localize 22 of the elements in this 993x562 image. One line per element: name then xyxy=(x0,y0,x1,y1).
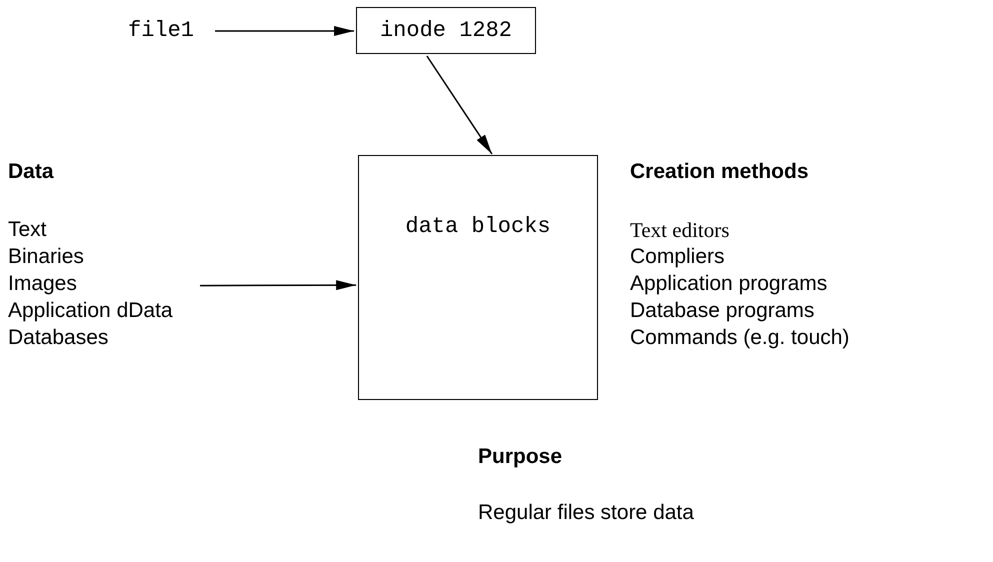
list-item: Commands (e.g. touch) xyxy=(630,326,850,350)
section-heading: Purpose xyxy=(478,445,562,469)
arrow xyxy=(215,26,354,36)
section-heading: Data xyxy=(8,160,54,184)
node-text: data blocks xyxy=(405,214,551,239)
list-item: Compliers xyxy=(630,245,725,269)
arrow xyxy=(200,280,356,290)
list-item: Databases xyxy=(8,326,108,350)
list-item: Text editors xyxy=(630,218,730,242)
node-text: inode 1282 xyxy=(380,18,512,43)
list-item: Database programs xyxy=(630,299,814,323)
arrow xyxy=(426,56,493,154)
list-item: Images xyxy=(8,272,77,296)
list-item: Text xyxy=(8,218,47,242)
list-item: Application dData xyxy=(8,299,173,323)
list-item: Application programs xyxy=(630,272,828,296)
data-blocks-box xyxy=(358,155,598,400)
section-heading: Creation methods xyxy=(630,160,809,184)
inode-box xyxy=(356,7,536,54)
note-text: Regular files store data xyxy=(478,501,694,525)
list-item: Binaries xyxy=(8,245,84,269)
file-name: file1 xyxy=(128,16,212,46)
